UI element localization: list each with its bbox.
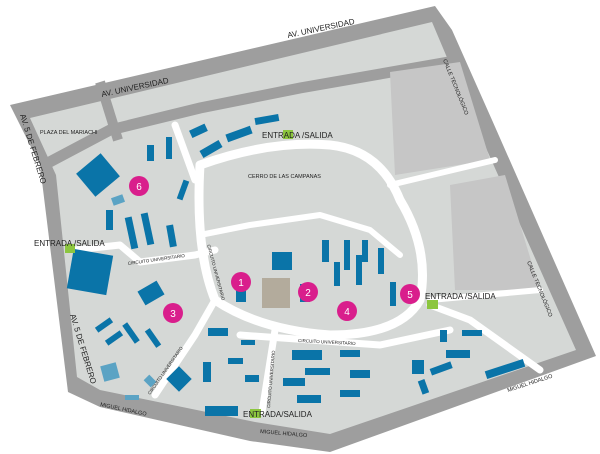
entrance-label: ENTRADA /SALIDA [34, 239, 105, 248]
building [356, 255, 362, 285]
building [208, 328, 228, 336]
building [176, 179, 190, 201]
building [297, 395, 321, 403]
building [189, 123, 208, 139]
street-label: CIRCUITO UNIVERSITARIO [266, 350, 276, 408]
building [334, 262, 340, 286]
building [199, 140, 223, 158]
building [166, 366, 192, 392]
entrance-icon [65, 244, 75, 253]
svg-text:5: 5 [407, 290, 413, 301]
building [446, 350, 470, 358]
plaza-area [262, 278, 290, 308]
building [144, 328, 162, 348]
campus-paths [71, 121, 544, 416]
marker-6[interactable]: 6 [129, 176, 149, 196]
building [203, 362, 211, 382]
entrance-label: ENTRADA /SALIDA [425, 292, 496, 301]
building [124, 216, 139, 250]
marker-4[interactable]: 4 [337, 301, 357, 321]
building [340, 390, 360, 397]
entrance-icon [427, 300, 438, 309]
block-dark [390, 62, 490, 175]
marker-3[interactable]: 3 [163, 303, 183, 323]
av-universidad-road [41, 54, 461, 170]
building [166, 224, 177, 248]
building [362, 240, 368, 262]
hill-label: CERRO DE LAS CAMPANAS [248, 174, 321, 180]
street-label: CIRCUITO UNIVERSITARIO [298, 338, 356, 346]
entrance-label: ENTRADA/SALIDA [243, 410, 313, 419]
svg-text:4: 4 [344, 307, 350, 318]
entrance-icon [250, 409, 261, 418]
building [205, 406, 238, 416]
building [245, 375, 259, 382]
building [106, 210, 113, 230]
building [340, 350, 360, 357]
block-dark [450, 175, 540, 290]
building [137, 280, 165, 306]
building [254, 113, 280, 126]
entrance-icon [283, 130, 293, 139]
building [125, 395, 139, 400]
building [66, 248, 114, 296]
building [292, 350, 322, 360]
marker-2[interactable]: 2 [298, 282, 318, 302]
svg-text:2: 2 [305, 288, 311, 299]
svg-text:6: 6 [136, 182, 142, 193]
marker-1[interactable]: 1 [231, 272, 251, 292]
building [350, 370, 370, 378]
building [76, 153, 120, 197]
building [110, 194, 126, 206]
building [412, 360, 424, 374]
building [390, 282, 396, 306]
building [322, 240, 329, 262]
building [225, 125, 253, 143]
svg-text:3: 3 [170, 309, 176, 320]
building [305, 368, 330, 375]
building [140, 212, 155, 246]
entrance-label: ENTRADA /SALIDA [262, 131, 333, 140]
street-label: MIGUEL HIDALGO [260, 429, 308, 439]
building [241, 340, 255, 345]
building [147, 145, 154, 161]
building [236, 290, 246, 302]
plaza-road [95, 80, 123, 142]
building [228, 358, 243, 364]
building [417, 379, 430, 395]
building [378, 248, 384, 274]
marker-5[interactable]: 5 [400, 284, 420, 304]
buildings-light [100, 194, 157, 400]
building [94, 317, 114, 333]
building [440, 330, 447, 342]
building [100, 362, 120, 382]
building [143, 374, 157, 388]
building [484, 359, 526, 379]
plaza-label: PLAZA DEL MARIACHI [40, 130, 98, 136]
building [462, 330, 482, 336]
svg-text:1: 1 [238, 278, 244, 289]
building [166, 137, 172, 159]
building [272, 252, 292, 270]
building [283, 378, 305, 386]
building [344, 240, 350, 270]
building [104, 330, 124, 346]
building [429, 361, 453, 376]
building [122, 322, 140, 344]
